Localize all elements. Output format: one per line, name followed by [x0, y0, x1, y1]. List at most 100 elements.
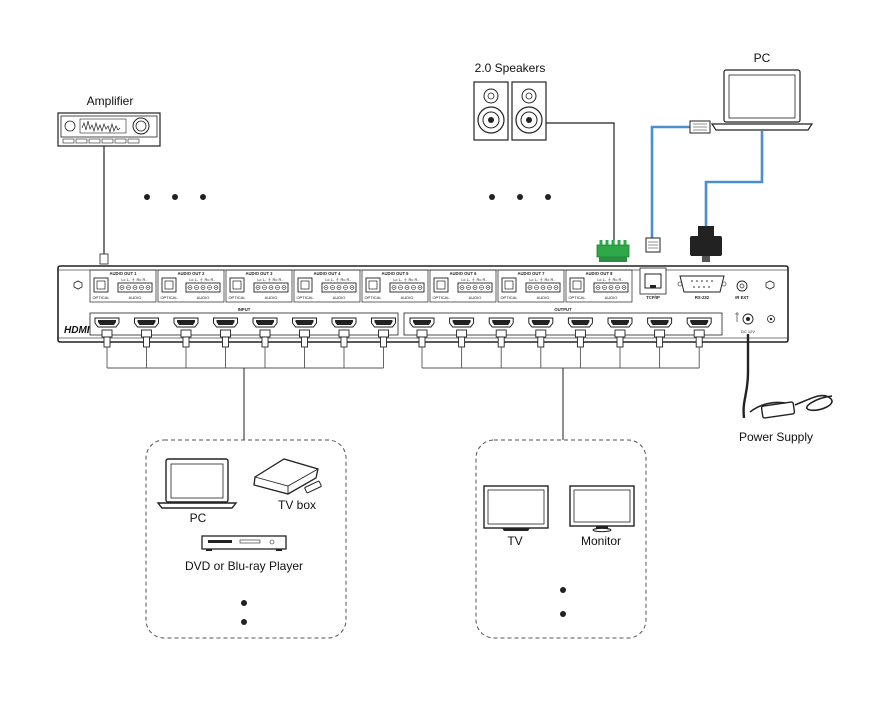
amplifier-icon	[57, 112, 161, 147]
audio-terminal-block	[253, 282, 289, 293]
optical-port-icon	[229, 277, 245, 293]
terminal-pins-label: Lc L- ⏚ Rc R-	[529, 276, 555, 282]
speakers-label: 2.0 Speakers	[475, 61, 546, 75]
hdmi-output-port-5	[567, 317, 593, 368]
hdmi-output-port-6	[607, 317, 633, 368]
optical-label: OPTICAL	[568, 295, 586, 300]
tvbox-label: TV box	[278, 498, 316, 512]
terminal-pins-label: Lc L- ⏚ Rc R-	[461, 276, 487, 282]
dvd-label: DVD or Blu-ray Player	[185, 559, 303, 573]
hdmi-input-port-7	[331, 317, 357, 368]
hdmi-connector-icon	[693, 329, 705, 368]
optical-label: OPTICAL	[160, 295, 178, 300]
amplifier-label: Amplifier	[87, 94, 134, 108]
db9-connector-icon	[690, 226, 722, 262]
hdmi-input-port-4	[213, 317, 238, 368]
dvd-player-icon	[201, 535, 287, 551]
speaker-icon	[473, 81, 547, 141]
hdmi-output-port-7	[647, 317, 673, 368]
audio-label: AUDIO	[469, 295, 482, 300]
terminal-pins-label: Lc L- ⏚ Rc R-	[325, 276, 351, 282]
hdmi-input-port-5	[252, 317, 278, 368]
audio-terminal-block	[593, 282, 629, 293]
hdmi-connector-icon	[456, 329, 468, 368]
hdmi-connector-icon	[535, 329, 547, 368]
optical-port-icon	[297, 277, 313, 293]
audio-out-label: AUDIO OUT 8	[586, 271, 614, 276]
monitor-label: Monitor	[581, 534, 621, 548]
audio-label: AUDIO	[265, 295, 278, 300]
optical-label: OPTICAL	[364, 295, 382, 300]
tcpip-label: TCP/IP	[646, 295, 660, 300]
hdmi-connector-icon	[416, 329, 428, 368]
optical-port-icon	[365, 277, 381, 293]
hdmi-port-row	[94, 317, 712, 369]
hdmi-output-port-4	[528, 317, 554, 368]
audio-terminal-block	[389, 282, 425, 293]
audio-out-label: AUDIO OUT 1	[110, 271, 138, 276]
display-more-dots	[560, 587, 566, 617]
tv-icon	[483, 485, 549, 531]
rs232-label: RS-232	[695, 295, 710, 300]
hdmi-input-port-8	[371, 317, 396, 368]
tv-label: TV	[507, 534, 522, 548]
hdmi-connector-icon	[101, 329, 113, 368]
io-brackets	[89, 312, 723, 336]
optical-label: OPTICAL	[500, 295, 518, 300]
optical-port-icon	[161, 277, 177, 293]
ir-ext-port	[736, 280, 748, 292]
hdmi-connector-icon	[299, 329, 310, 368]
audio-label: AUDIO	[129, 295, 142, 300]
audio-label: AUDIO	[401, 295, 414, 300]
hdmi-output-port-1	[409, 317, 435, 368]
input-label: INPUT	[238, 307, 251, 312]
hdmi-logo: HDMI	[64, 325, 90, 336]
terminal-pins-label: Lc L- ⏚ Rc R-	[393, 276, 419, 282]
source-more-dots	[241, 600, 247, 625]
hdmi-connector-icon	[338, 329, 350, 368]
optical-label: OPTICAL	[228, 295, 246, 300]
audio-label: AUDIO	[197, 295, 210, 300]
dc-label: DC 12V	[741, 329, 755, 334]
optical-port-icon	[569, 277, 585, 293]
output-label: OUTPUT	[554, 307, 572, 312]
hdmi-connector-icon	[654, 329, 666, 368]
green-terminal-icon	[596, 240, 630, 262]
hdmi-connector-icon	[614, 329, 626, 368]
audio-out-label: AUDIO OUT 7	[518, 271, 546, 276]
hdmi-connector-icon	[180, 329, 192, 368]
optical-label: OPTICAL	[432, 295, 450, 300]
hdmi-output-port-8	[686, 317, 712, 368]
optical-port-icon	[93, 277, 109, 293]
tcpip-port	[639, 267, 667, 295]
optical-port-icon	[433, 277, 449, 293]
hdmi-connector-icon	[259, 329, 271, 368]
rs232-port	[677, 275, 727, 293]
hdmi-connector-icon	[574, 329, 586, 368]
source-devices-group	[145, 439, 347, 639]
audio-out-group-1: AUDIO OUT 1 OPTICAL Lc L- ⏚ Rc R- AUDIO	[89, 269, 157, 303]
terminal-pins-label: Lc L- ⏚ Rc R-	[257, 276, 283, 282]
audio-out-label: AUDIO OUT 4	[314, 271, 342, 276]
pc-source-label: PC	[190, 511, 207, 525]
hdmi-output-port-2	[449, 317, 475, 368]
tvbox-icon	[253, 458, 322, 495]
hdmi-connector-icon	[378, 329, 389, 368]
monitor-icon	[569, 485, 635, 533]
audio-terminal-block	[185, 282, 221, 293]
optical-label: OPTICAL	[92, 295, 110, 300]
audio-out-label: AUDIO OUT 5	[382, 271, 410, 276]
audio-label: AUDIO	[333, 295, 346, 300]
terminal-pins-label: Lc L- ⏚ Rc R-	[121, 276, 147, 282]
terminal-pins-label: Lc L- ⏚ Rc R-	[189, 276, 215, 282]
hdmi-input-port-6	[292, 317, 317, 368]
audio-terminal-block	[457, 282, 493, 293]
audio-out-group-5: AUDIO OUT 5 OPTICAL Lc L- ⏚ Rc R- AUDIO	[361, 269, 429, 303]
optical-label: OPTICAL	[296, 295, 314, 300]
